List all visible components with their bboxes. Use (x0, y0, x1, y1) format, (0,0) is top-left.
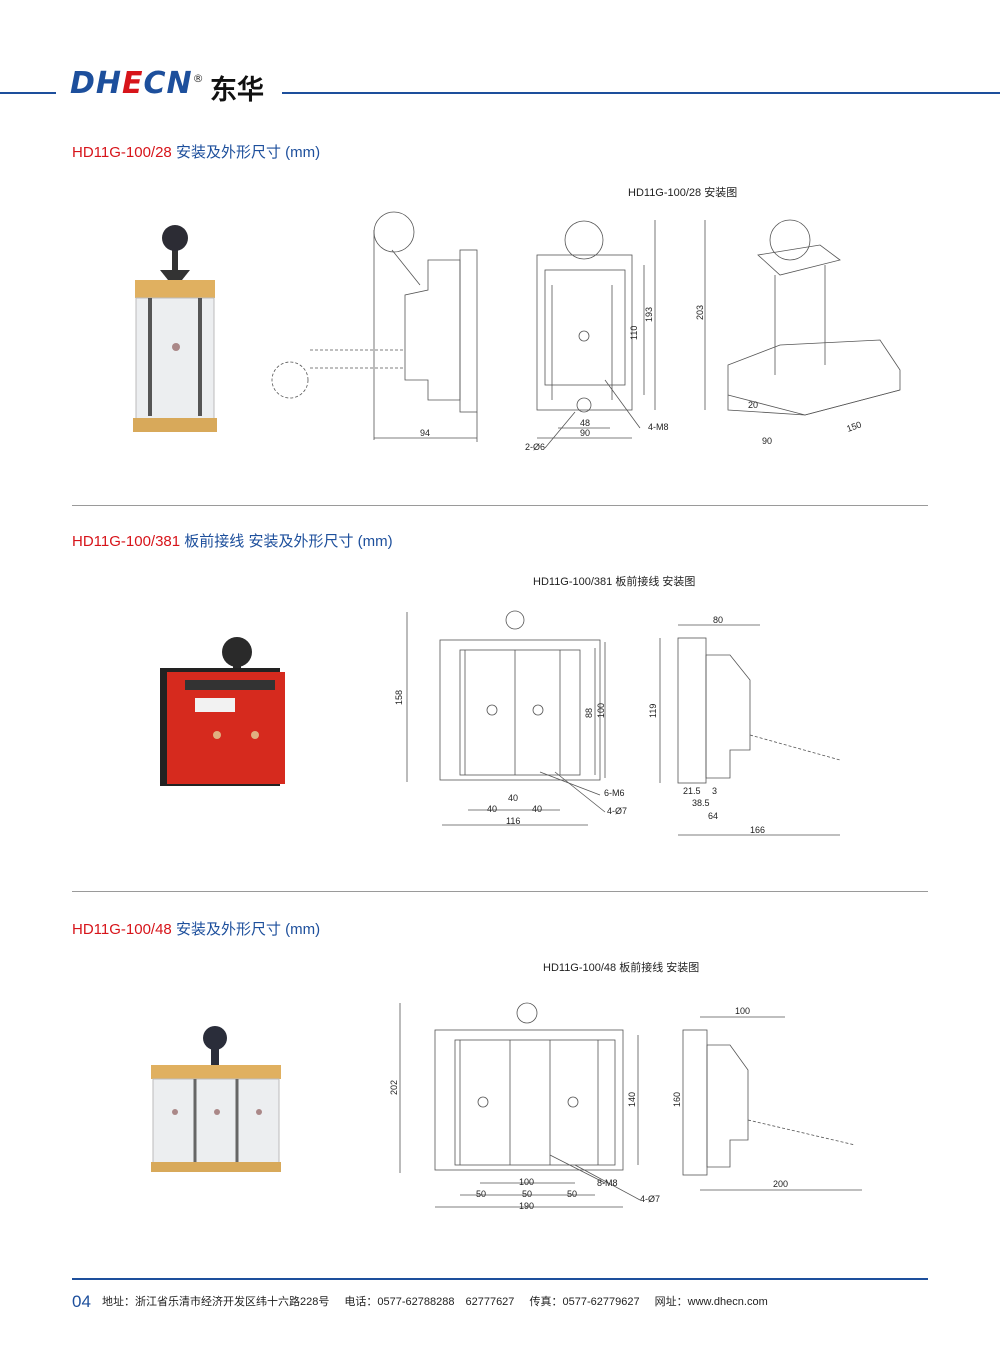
dim-side-width: 94 (420, 428, 430, 438)
dim-holes: 4-Ø7 (607, 806, 627, 816)
dim-side-top: 80 (713, 615, 723, 625)
drawing-hd11g-100-28: 94 110 193 48 90 2-Ø6 4-M8 203 20 90 150 (271, 211, 901, 452)
dim-p2: 40 (508, 793, 518, 803)
dim-p3: 40 (532, 804, 542, 814)
dim-s3: 38.5 (692, 798, 710, 808)
product-photo-2 (160, 637, 285, 786)
section-title-2: HD11G-100/381 板前接线 安装及外形尺寸 (mm) (72, 530, 393, 551)
dim-side-top: 100 (735, 1006, 750, 1016)
dim-side-h: 119 (648, 704, 658, 718)
product-photo-1 (133, 225, 217, 432)
dim-iso-a: 20 (748, 400, 758, 410)
dim-front-w1: 48 (580, 418, 590, 428)
dim-iso-w: 90 (762, 436, 772, 446)
logo-cn: 东华 (210, 75, 264, 106)
drawing-caption-1: HD11G-100/28 安装图 (628, 187, 738, 199)
section-title-1: HD11G-100/28 安装及外形尺寸 (mm) (72, 141, 320, 162)
dim-side-h: 160 (672, 1092, 682, 1107)
dim-front-w2: 90 (580, 428, 590, 438)
dim-s1: 21.5 (683, 786, 701, 796)
drawing-hd11g-100-48: 202 140 50 50 50 100 190 8-M8 4-Ø7 100 1… (389, 1002, 862, 1211)
dim-w: 116 (506, 816, 520, 826)
footer: 04 地址：浙江省乐清市经济开发区纬十六路228号 电话：0577-627882… (72, 1292, 780, 1312)
footer-website[interactable]: 网址：www.dhecn.com (654, 1296, 768, 1308)
dim-p3: 100 (519, 1177, 534, 1187)
section-title-3: HD11G-100/48 安装及外形尺寸 (mm) (72, 918, 320, 939)
dim-side-w: 200 (773, 1179, 788, 1189)
dim-bolts: 8-M8 (597, 1178, 618, 1188)
dim-iso-d: 150 (845, 419, 863, 434)
section-divider (72, 891, 928, 892)
product-photo-3 (151, 1026, 281, 1172)
footer-fax: 传真：0577-62779627 (529, 1296, 640, 1308)
dim-h-total: 158 (394, 690, 404, 705)
dim-holes: 4-Ø7 (640, 1194, 660, 1204)
dim-bolts: 6-M6 (604, 788, 625, 798)
section-divider (72, 505, 928, 506)
dim-h1: 140 (627, 1092, 637, 1107)
title: 板前接线 安装及外形尺寸 (mm) (184, 533, 393, 550)
dim-s4: 64 (708, 811, 718, 821)
registered-mark: ® (192, 72, 205, 85)
page-number: 04 (72, 1292, 91, 1311)
dim-p2: 50 (567, 1189, 577, 1199)
model: HD11G-100/28 (72, 144, 172, 161)
footer-line (72, 1278, 928, 1280)
dim-h2: 100 (596, 703, 606, 718)
model: HD11G-100/381 (72, 533, 181, 550)
title: 安装及外形尺寸 (mm) (175, 144, 321, 161)
dim-holes: 2-Ø6 (525, 442, 545, 452)
footer-address: 地址：浙江省乐清市经济开发区纬十六路228号 (101, 1296, 330, 1308)
dim-bolts: 4-M8 (648, 422, 669, 432)
footer-phone: 电话：0577-62788288 62777627 (344, 1296, 515, 1308)
model: HD11G-100/48 (72, 921, 172, 938)
dim-h-total: 202 (389, 1080, 399, 1095)
dim-p1: 40 (487, 804, 497, 814)
dim-s5: 166 (750, 825, 765, 835)
title: 安装及外形尺寸 (mm) (175, 921, 321, 938)
dim-h1: 88 (584, 708, 594, 718)
dim-w: 190 (519, 1201, 534, 1211)
header-line-right (282, 92, 1000, 94)
dim-p1: 50 (476, 1189, 486, 1199)
dim-iso-h: 203 (695, 305, 705, 320)
header-line-left (0, 92, 56, 94)
logo: DHECN® (70, 66, 205, 101)
dim-front-h2: 193 (644, 307, 654, 322)
drawing-hd11g-100-381: 158 88 100 40 40 40 116 6-M6 4-Ø7 80 119… (394, 610, 841, 836)
dim-s2: 3 (712, 786, 717, 796)
drawing-caption-2: HD11G-100/381 板前接线 安装图 (533, 576, 696, 588)
dim-front-h1: 110 (629, 326, 639, 340)
dim-mid: 50 (522, 1189, 532, 1199)
drawing-caption-3: HD11G-100/48 板前接线 安装图 (543, 962, 700, 974)
